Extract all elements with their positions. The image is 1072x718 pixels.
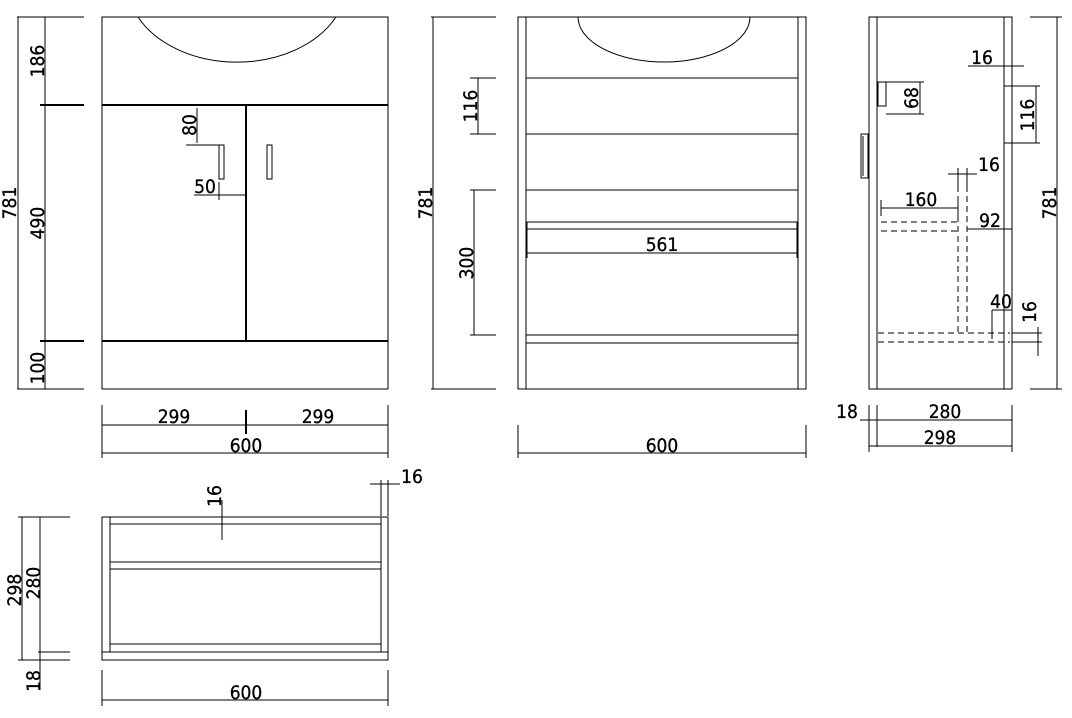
plan-total-depth-label: 298: [4, 574, 26, 607]
handle-drop-label: 80: [179, 114, 201, 136]
front-view: 781 186 490 100 80 50 299 299 600: [0, 16, 389, 458]
carcass-height-total-label: 781: [415, 187, 437, 220]
front-outline: [101, 16, 389, 390]
plan-view: 16 16 298 280 18 600: [4, 466, 423, 706]
side-view: 781 116 68 16 16 160 92 40: [836, 16, 1062, 452]
shelf-width-label: 561: [646, 234, 679, 256]
carcass-opening-height-label: 300: [456, 247, 478, 280]
carcass-rail-height-label: 116: [460, 90, 482, 123]
plan-width-label: 600: [230, 682, 263, 704]
carcass-front-view: 781 116 300 561 600: [415, 16, 807, 458]
front-height-top-label: 186: [27, 45, 49, 78]
carcass-shelf: [526, 221, 798, 230]
carcass-basin-arc: [577, 16, 751, 63]
side-front-rail: [877, 81, 887, 107]
front-height-total-label: 781: [0, 187, 21, 220]
side-rail-right-label: 116: [1017, 99, 1039, 132]
front-width-total-label: 600: [230, 435, 263, 457]
side-back-rail: [1003, 85, 1013, 144]
plan-side-thickness-label: 16: [401, 466, 423, 488]
side-back-thickness-label: 16: [971, 47, 993, 69]
side-total-depth-label: 298: [924, 427, 957, 449]
cutout-to-back-label: 92: [979, 210, 1001, 232]
plan-outline: [101, 516, 389, 661]
cutout-width-label: 160: [905, 189, 938, 211]
plan-carcass-depth-label: 280: [23, 567, 45, 600]
right-door-handle: [266, 144, 273, 180]
front-height-doors-label: 490: [27, 207, 49, 240]
front-height-plinth-label: 100: [27, 352, 49, 385]
side-door-depth-label: 18: [836, 401, 858, 423]
left-door-width-label: 299: [158, 406, 191, 428]
side-handle: [860, 133, 869, 179]
side-base-thickness-label: 16: [1019, 301, 1041, 323]
cutout-height-label: 40: [990, 291, 1012, 313]
side-rail-left-label: 68: [901, 87, 923, 109]
right-door-width-label: 299: [302, 406, 335, 428]
side-height-total-label: 781: [1039, 187, 1061, 220]
left-door-handle: [218, 144, 225, 180]
plan-rail-thickness-label: 16: [204, 485, 226, 507]
side-outline: [868, 16, 1013, 390]
handle-inset-label: 50: [194, 176, 216, 198]
side-carcass-depth-label: 280: [929, 401, 962, 423]
plan-door-depth-label: 18: [23, 670, 45, 692]
side-upper-thickness-label: 16: [978, 154, 1000, 176]
carcass-width-total-label: 600: [646, 435, 679, 457]
carcass-outline: [517, 16, 807, 390]
front-basin-arc: [137, 16, 337, 63]
plan-inner-panel: [109, 568, 382, 645]
